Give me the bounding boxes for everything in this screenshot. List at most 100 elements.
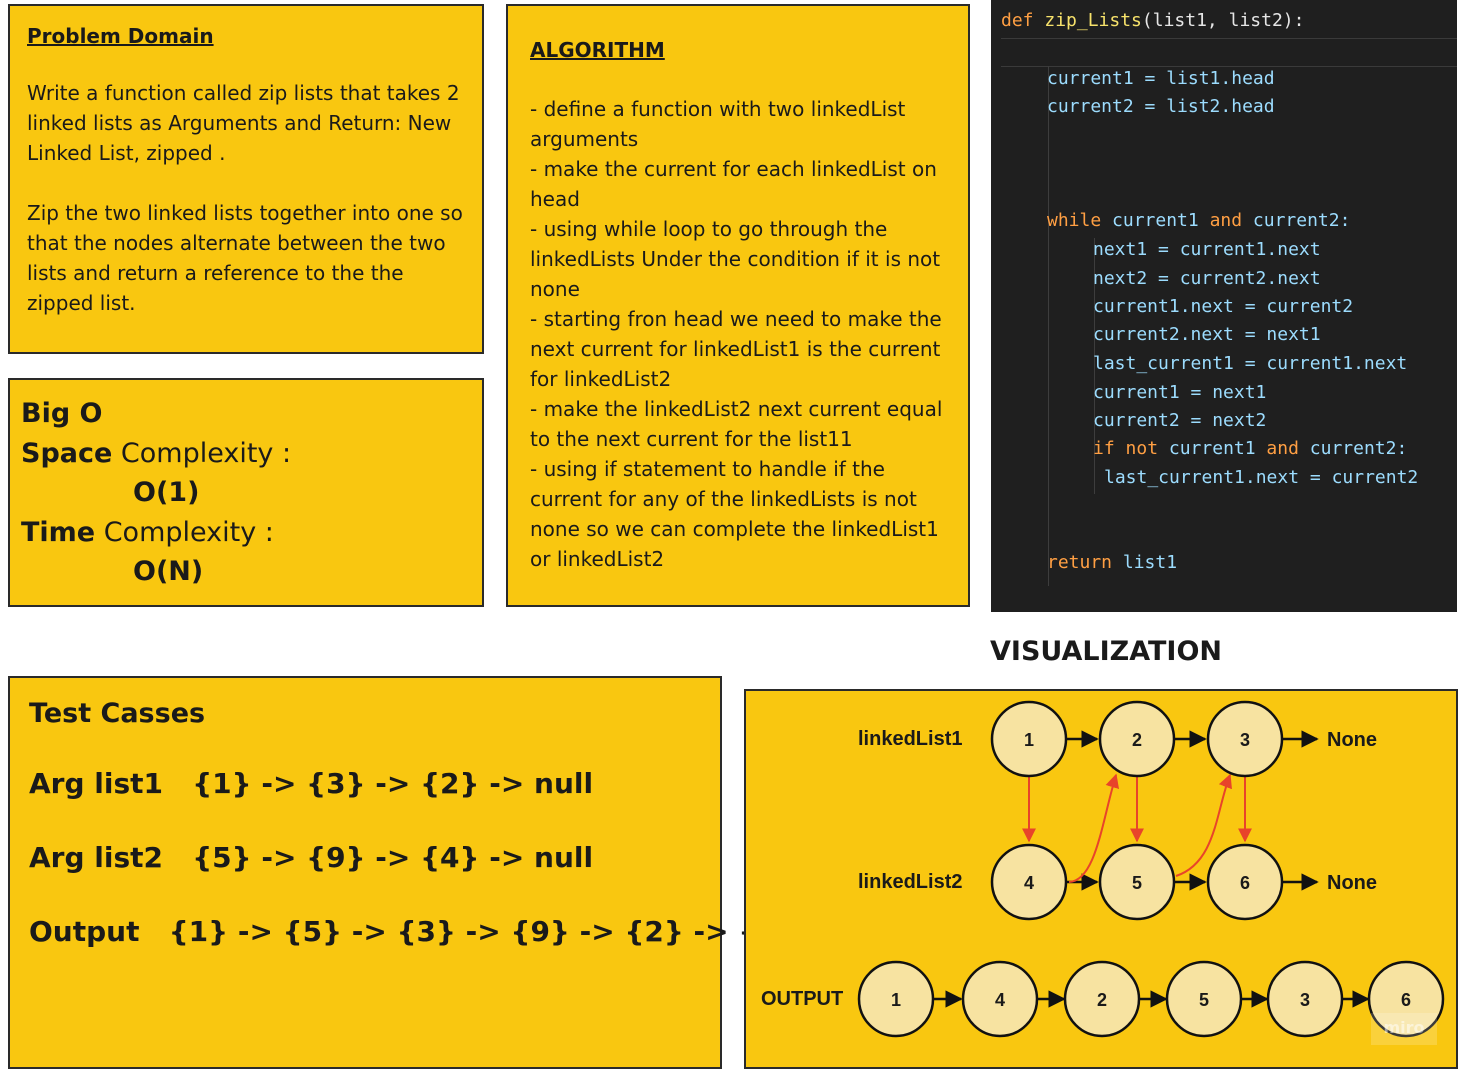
output-node: 4 [961,960,1039,1038]
code-token: current2: [1298,438,1408,459]
code-token: list1 [1112,552,1178,573]
algorithm-steps: - define a function with two linkedList … [530,94,954,574]
space-complexity-value: O(1) [133,477,200,508]
zip-arrow-4-to-2 [1068,773,1120,883]
problem-domain-title: Problem Domain [27,24,214,48]
list1-node: 1 [990,700,1068,778]
list2-node: 4 [990,843,1068,921]
big-o-title: Big O [21,398,103,429]
code-token: current2: [1242,210,1351,231]
code-screenshot: def zip_Lists(list1, list2): current1 = … [991,0,1457,612]
algorithm-line: none so we can complete the linkedList1 [530,517,939,541]
code-line: current2 = list2.head [1047,96,1275,117]
node-value: 6 [1401,990,1411,1010]
output-node: 6 [1367,960,1445,1038]
algorithm-line: - make the current for each linkedList o… [530,157,937,181]
algorithm-line: for linkedList2 [530,367,672,391]
code-not-keyword: not [1125,438,1159,459]
test-arg-list1: Arg list1 {1} -> {3} -> {2} -> null [29,767,594,800]
test-output: Output {1} -> {5} -> {3} -> {9} -> {2} -… [29,915,912,948]
node-value: 3 [1300,990,1310,1010]
node-value: 4 [1024,873,1034,893]
algorithm-title: ALGORITHM [530,38,665,62]
algorithm-line: - make the linkedList2 next current equa… [530,397,943,421]
linked-list-diagram: linkedList1 linkedList2 OUTPUT 1 2 [761,700,1445,1038]
time-word: Time [21,516,96,548]
node-value: 2 [1132,730,1142,750]
time-rest: Complexity : [95,516,274,548]
code-current-line-highlight [1001,38,1457,67]
list2-node: 6 [1206,843,1284,921]
node-value: 1 [891,990,901,1010]
code-line: current2 = next2 [1093,410,1267,431]
code-while-keyword: while [1047,210,1102,231]
output-node: 2 [1063,960,1141,1038]
code-line: last_current1 = current1.next [1093,353,1408,374]
algorithm-card: ALGORITHM - define a function with two l… [506,4,970,607]
node-value: 2 [1097,990,1107,1010]
visualization-card: linkedList1 linkedList2 OUTPUT 1 2 [744,689,1458,1069]
code-line: next2 = current2.next [1093,268,1321,289]
algorithm-line: - using if statement to handle if the [530,457,885,481]
code-line: current2.next = next1 [1093,324,1321,345]
problem-domain-text-1: Write a function called zip lists that t… [27,81,460,165]
node-value: 5 [1199,990,1209,1010]
big-o-card: Big O Space Complexity : O(1) Time Compl… [8,378,484,607]
code-and-keyword: and [1209,210,1243,231]
code-def-keyword: def [1001,10,1034,31]
test-cases-card: Test Casses Arg list1 {1} -> {3} -> {2} … [8,676,912,1069]
space-word: Space [21,437,113,469]
problem-domain-card: Problem Domain Write a function called z… [8,4,484,354]
output-label: OUTPUT [761,988,843,1010]
time-complexity-label: Time Complexity : [21,513,482,553]
algorithm-line: current for any of the linkedLists is no… [530,487,917,511]
algorithm-line: next current for linkedList1 is the curr… [530,337,941,361]
algorithm-line: - starting fron head we need to make the [530,307,942,331]
algorithm-line: - define a function with two linkedList [530,97,906,121]
zip-arrow-5-to-3 [1175,773,1232,877]
node-value: 1 [1024,730,1034,750]
output-node: 5 [1165,960,1243,1038]
node-value: 6 [1240,873,1250,893]
algorithm-line: arguments [530,127,639,151]
problem-domain-text-2: Zip the two linked lists together into o… [27,201,463,315]
list1-none-label: None [1327,729,1377,751]
algorithm-line: none [530,277,580,301]
code-line: current1 = next1 [1093,382,1267,403]
space-complexity-label: Space Complexity : [21,434,482,474]
code-line-if: if not current1 and current2: [1093,438,1407,459]
code-line: last_current1.next = current2 [1104,467,1419,488]
code-token: current1 [1158,438,1267,459]
space-rest: Complexity : [112,437,292,469]
code-params: (list1, list2): [1141,10,1305,31]
code-token: current1 [1101,210,1210,231]
code-line-while: while current1 and current2: [1047,210,1350,231]
algorithm-line: or linkedList2 [530,547,665,571]
code-function-name: zip_Lists [1044,10,1142,31]
indent-guide [1048,66,1049,586]
time-complexity-value: O(N) [133,556,204,587]
node-value: 3 [1240,730,1250,750]
visualization-title: VISUALIZATION [990,636,1223,667]
output-node: 1 [857,960,935,1038]
algorithm-line: - using while loop to go through the [530,217,888,241]
node-value: 5 [1132,873,1142,893]
code-return-keyword: return [1047,552,1113,573]
algorithm-line: linkedLists Under the condition if it is… [530,247,941,271]
node-value: 4 [995,990,1005,1010]
code-line-return: return list1 [1047,552,1177,573]
list2-node: 5 [1098,843,1176,921]
list1-node: 2 [1098,700,1176,778]
algorithm-line: to the next current for the list11 [530,427,853,451]
test-arg-list2: Arg list2 {5} -> {9} -> {4} -> null [29,841,594,874]
miro-watermark: miro [1371,1013,1437,1045]
test-cases-title: Test Casses [29,698,206,729]
list1-node: 3 [1206,700,1284,778]
output-node: 3 [1266,960,1344,1038]
code-line-def: def zip_Lists(list1, list2): [1001,10,1304,31]
linkedlist1-label: linkedList1 [858,728,962,750]
code-and-keyword: and [1266,438,1299,459]
code-line: current1 = list1.head [1047,68,1275,89]
list2-none-label: None [1327,872,1377,894]
code-line: next1 = current1.next [1093,239,1321,260]
